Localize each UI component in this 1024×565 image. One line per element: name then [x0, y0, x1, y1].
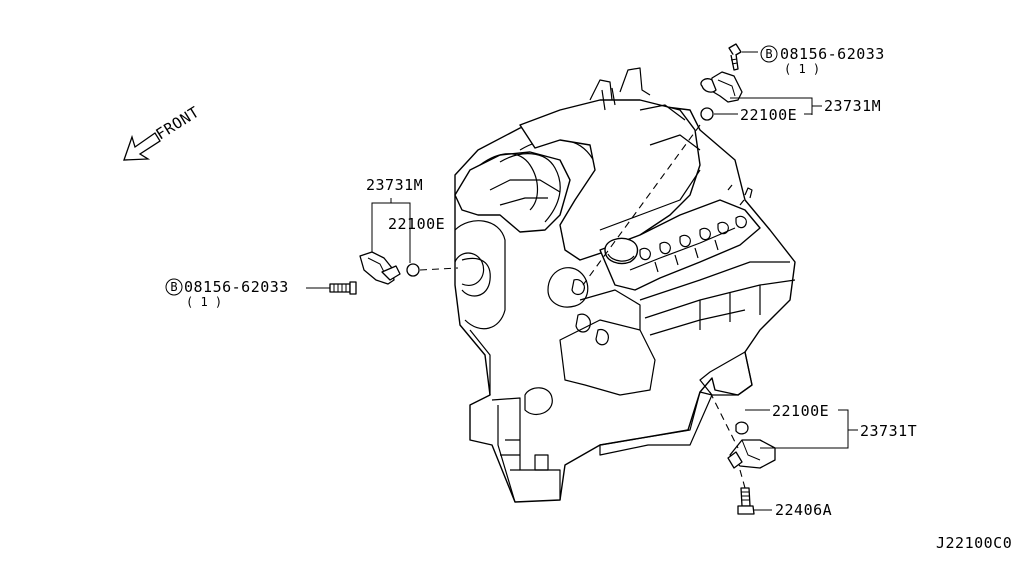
part-number: 08156-62033 — [780, 45, 885, 63]
callout-oring-left: 22100E — [388, 215, 445, 233]
callout-assy-left: 23731M — [366, 176, 423, 194]
callout-oring-bottom: 22100E — [772, 402, 829, 420]
callout-bolt-bottom: 22406A — [775, 501, 832, 519]
crank-sensor-bottom — [727, 421, 776, 515]
install-guide-lines — [419, 124, 746, 489]
cam-sensor-top — [700, 43, 743, 121]
callout-oring-top: 22100E — [740, 106, 797, 124]
diagram-code: J22100C0 — [936, 534, 1012, 552]
quantity: ( 1 ) — [784, 62, 820, 76]
front-arrow-icon — [123, 132, 161, 161]
callout-assy-bottom: 23731T — [860, 422, 917, 440]
circled-letter: B — [170, 280, 177, 294]
leader-lines — [306, 51, 858, 511]
quantity: ( 1 ) — [186, 295, 222, 309]
part-number: 08156-62033 — [184, 278, 289, 296]
circled-b-icon — [760, 45, 778, 63]
circled-letter: B — [765, 47, 772, 61]
callout-bolt-left: B 08156-62033 ( 1 ) — [165, 278, 289, 309]
engine-block — [454, 67, 796, 503]
front-label: FRONT — [153, 103, 203, 144]
callout-assy-top: 23731M — [824, 97, 881, 115]
circled-b-icon — [165, 278, 183, 296]
callout-bolt-top: B 08156-62033 ( 1 ) — [760, 45, 885, 76]
cam-sensor-left — [329, 251, 485, 295]
